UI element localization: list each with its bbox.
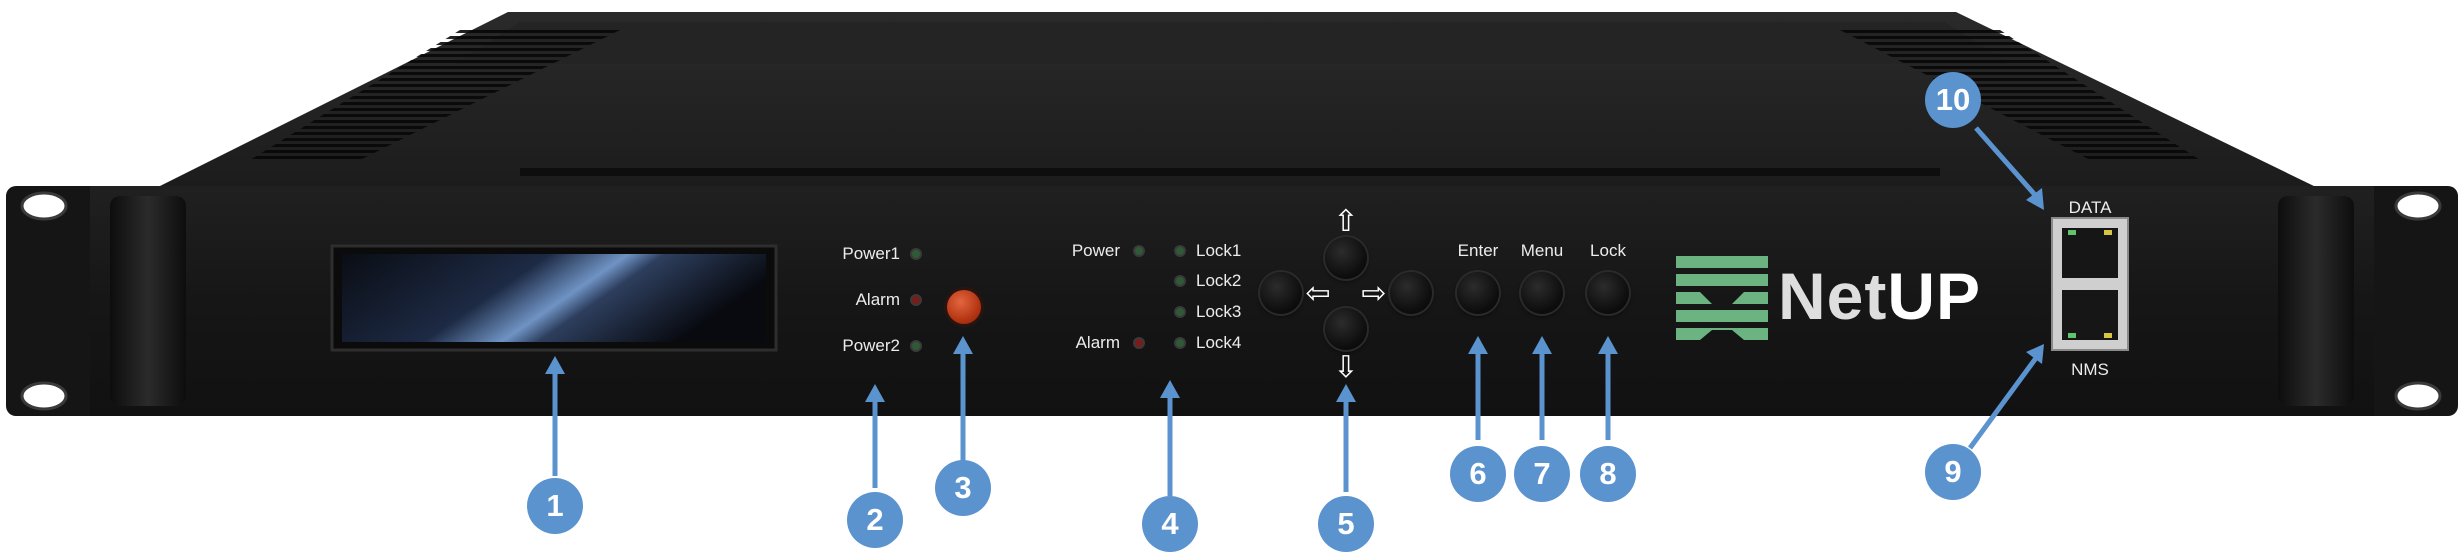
- callout-5: 5: [1318, 496, 1374, 552]
- right-arrow-icon: ⇨: [1361, 276, 1387, 311]
- alarm-mute-button[interactable]: [947, 290, 981, 324]
- lock3-led-label: Lock3: [1196, 302, 1242, 321]
- data-port-label: DATA: [2068, 198, 2112, 217]
- power-led: [1133, 245, 1145, 257]
- lock2-led-label: Lock2: [1196, 271, 1242, 290]
- callout-6: 6: [1450, 446, 1506, 502]
- up-button[interactable]: [1325, 237, 1367, 279]
- lock-button[interactable]: [1587, 272, 1629, 314]
- netup-logo-mark: [1676, 256, 1768, 340]
- left-arrow-icon: ⇦: [1305, 276, 1331, 311]
- power2-led-label: Power2: [842, 336, 900, 355]
- menu-button-label: Menu: [1520, 241, 1564, 260]
- lock4-led-label: Lock4: [1196, 333, 1242, 352]
- callout-10: 10: [1925, 72, 1981, 128]
- left-button[interactable]: [1260, 272, 1302, 314]
- nms-port[interactable]: [2062, 290, 2118, 340]
- nms-port-label: NMS: [2071, 360, 2109, 379]
- callout-7: 7: [1514, 446, 1570, 502]
- lock1-led-label: Lock1: [1196, 241, 1242, 260]
- netup-logo-text: NetUP: [1778, 258, 1981, 334]
- logo-net: Net: [1778, 259, 1888, 333]
- callout-1: 1: [527, 478, 583, 534]
- lock-button-label: Lock: [1590, 241, 1626, 260]
- ethernet-port-icon[interactable]: [2062, 228, 2118, 278]
- down-button[interactable]: [1325, 308, 1367, 350]
- callout-4: 4: [1142, 496, 1198, 552]
- callout-2: 2: [847, 492, 903, 548]
- up-arrow-icon: ⇧: [1333, 204, 1359, 239]
- down-arrow-icon: ⇩: [1333, 350, 1359, 385]
- enter-button-label: Enter: [1457, 241, 1499, 260]
- alarm-led: [910, 294, 922, 306]
- enter-button[interactable]: [1457, 272, 1499, 314]
- lock3-led: [1174, 306, 1186, 318]
- lock1-led: [1174, 245, 1186, 257]
- lock2-led: [1174, 275, 1186, 287]
- callout-3: 3: [935, 460, 991, 516]
- callout-9: 9: [1925, 444, 1981, 500]
- power1-led: [910, 248, 922, 260]
- logo-up: UP: [1887, 259, 1982, 333]
- alarm-led-label: Alarm: [855, 290, 900, 309]
- alarm-status-led: [1133, 337, 1145, 349]
- power-led-label: Power: [1071, 241, 1120, 260]
- power1-led-label: Power1: [842, 244, 900, 263]
- lock4-led: [1174, 337, 1186, 349]
- right-button[interactable]: [1390, 272, 1432, 314]
- alarm-status-led-label: Alarm: [1075, 333, 1120, 352]
- callout-8: 8: [1580, 446, 1636, 502]
- power2-led: [910, 340, 922, 352]
- menu-button[interactable]: [1521, 272, 1563, 314]
